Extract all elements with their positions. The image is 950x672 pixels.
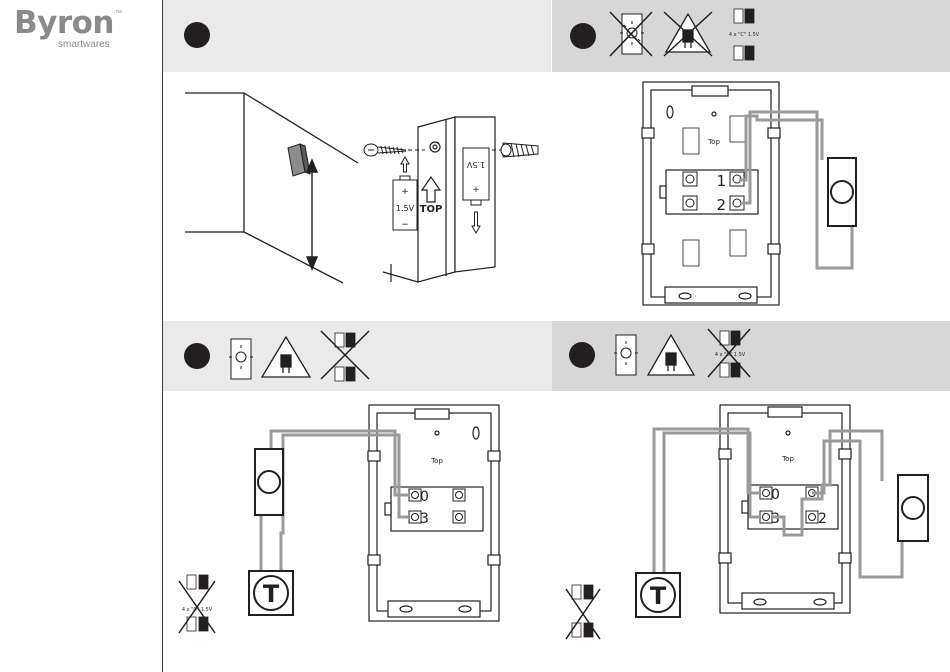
crossed-out-icon xyxy=(321,331,369,379)
wall-corner xyxy=(185,93,358,283)
terminal-label-0: 0 xyxy=(420,489,429,505)
lamp-icon xyxy=(229,339,253,379)
top-label-small: Top xyxy=(430,457,443,465)
battery-spec-label: 1.5V xyxy=(396,204,415,213)
panel-1-illustration: + 1.5V − TOP 1.5V + xyxy=(163,0,551,320)
screw-icon xyxy=(364,144,425,156)
battery-pack-icon xyxy=(572,585,593,637)
transformer-warning-icon xyxy=(648,335,694,375)
brand-logo: Byron ™ smartwares xyxy=(14,8,114,39)
panel-step-2: 4 x "C" 1.5V 1 2 xyxy=(552,0,950,320)
battery-minus-label: − xyxy=(401,220,409,230)
panel-step-1: + 1.5V − TOP 1.5V + xyxy=(163,0,551,320)
transformer-warning-icon xyxy=(262,337,310,377)
panel-4-illustration: 4 x "C" 1.5V 0 3 2 Top xyxy=(552,321,950,672)
crossed-out-icon xyxy=(566,589,600,639)
transformer-label: T xyxy=(263,580,280,608)
top-label-small: Top xyxy=(781,455,794,463)
battery-plus-label: + xyxy=(401,187,409,197)
bell-button xyxy=(255,449,283,515)
battery-pack-icon xyxy=(335,333,355,381)
brand-trademark: ™ xyxy=(115,10,122,17)
chime-base-plate xyxy=(642,82,780,305)
terminal-label-1: 1 xyxy=(716,172,726,190)
terminal-label-0: 0 xyxy=(771,487,780,503)
panel-2-illustration: 4 x "C" 1.5V 1 2 xyxy=(552,0,950,320)
height-arrow-icon xyxy=(307,160,317,269)
chime-base-plate xyxy=(368,405,500,621)
panel-step-4: 4 x "C" 1.5V 0 3 2 Top xyxy=(552,321,950,672)
bell-button xyxy=(828,158,856,226)
bell-button xyxy=(898,475,928,541)
battery-plus-label: + xyxy=(472,185,480,195)
panel-step-3: 0 3 Top T 4 x "C" 1.5V xyxy=(163,321,552,672)
terminal-label-2: 2 xyxy=(716,196,726,214)
battery-icon-1: + 1.5V − xyxy=(393,176,417,230)
transformer-icon: T xyxy=(636,573,680,617)
battery-pack-label: 4 x "C" 1.5V xyxy=(729,32,760,38)
battery-icon-2: 1.5V + xyxy=(463,148,489,205)
terminal-label-2: 2 xyxy=(818,511,827,527)
terminal-label-3: 3 xyxy=(420,511,429,527)
brand-name: Byron xyxy=(14,8,114,39)
lamp-icon xyxy=(614,335,638,375)
arrow-up-icon xyxy=(401,157,409,172)
battery-spec-rot-label: 1.5V xyxy=(466,160,485,169)
panel-3-illustration: 0 3 Top T 4 x "C" 1.5V xyxy=(163,321,552,672)
brand-sub: smartwares xyxy=(58,39,110,50)
transformer-icon: T xyxy=(249,571,293,615)
top-label: TOP xyxy=(420,204,443,215)
transformer-label: T xyxy=(650,582,667,610)
terminal-label-3: 3 xyxy=(771,511,780,527)
battery-pack-icon: 4 x "C" 1.5V xyxy=(729,9,760,60)
top-label-small: Top xyxy=(707,138,720,146)
